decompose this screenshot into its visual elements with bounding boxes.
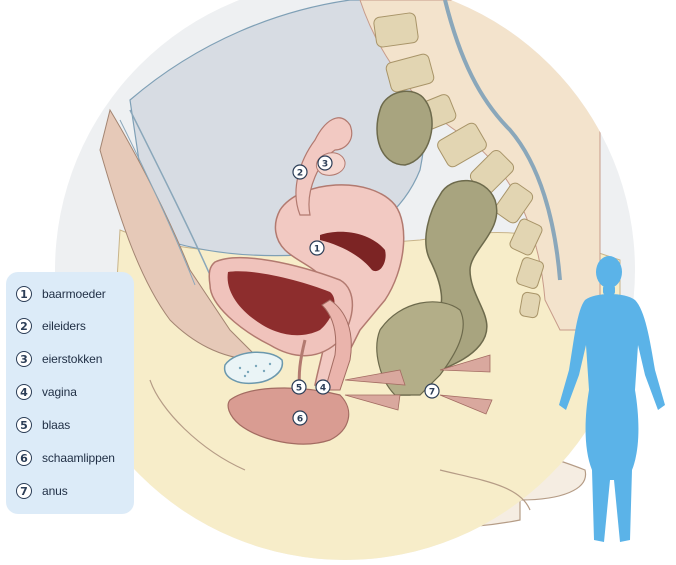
legend-item-baarmoeder: 1 baarmoeder	[16, 284, 106, 304]
legend-number: 3	[16, 351, 32, 367]
legend-number: 2	[16, 318, 32, 334]
legend-label: schaamlippen	[42, 451, 115, 465]
svg-text:6: 6	[297, 415, 303, 425]
legend-item-vagina: 4 vagina	[16, 382, 77, 402]
svg-text:2: 2	[297, 169, 303, 179]
marker-6: 6	[293, 411, 307, 425]
legend-label: vagina	[42, 385, 77, 399]
legend: 1 baarmoeder 2 eileiders 3 eierstokken 4…	[6, 272, 134, 514]
svg-text:5: 5	[296, 384, 302, 394]
legend-number: 5	[16, 417, 32, 433]
legend-label: eierstokken	[42, 352, 102, 366]
legend-item-blaas: 5 blaas	[16, 415, 70, 435]
marker-4: 4	[316, 380, 330, 394]
marker-5: 5	[292, 380, 306, 394]
marker-2: 2	[293, 165, 307, 179]
legend-item-schaamlippen: 6 schaamlippen	[16, 448, 115, 468]
svg-text:4: 4	[320, 384, 326, 394]
legend-item-eierstokken: 3 eierstokken	[16, 349, 102, 369]
legend-label: eileiders	[42, 319, 86, 333]
svg-text:1: 1	[314, 245, 320, 255]
svg-text:3: 3	[322, 160, 328, 170]
legend-item-anus: 7 anus	[16, 481, 68, 501]
marker-1: 1	[310, 241, 324, 255]
marker-7: 7	[425, 384, 439, 398]
legend-label: baarmoeder	[42, 287, 106, 301]
legend-item-eileiders: 2 eileiders	[16, 316, 86, 336]
legend-label: blaas	[42, 418, 70, 432]
legend-number: 1	[16, 286, 32, 302]
marker-3: 3	[318, 156, 332, 170]
svg-text:7: 7	[429, 388, 435, 398]
legend-label: anus	[42, 484, 68, 498]
legend-number: 4	[16, 384, 32, 400]
legend-number: 6	[16, 450, 32, 466]
legend-number: 7	[16, 483, 32, 499]
